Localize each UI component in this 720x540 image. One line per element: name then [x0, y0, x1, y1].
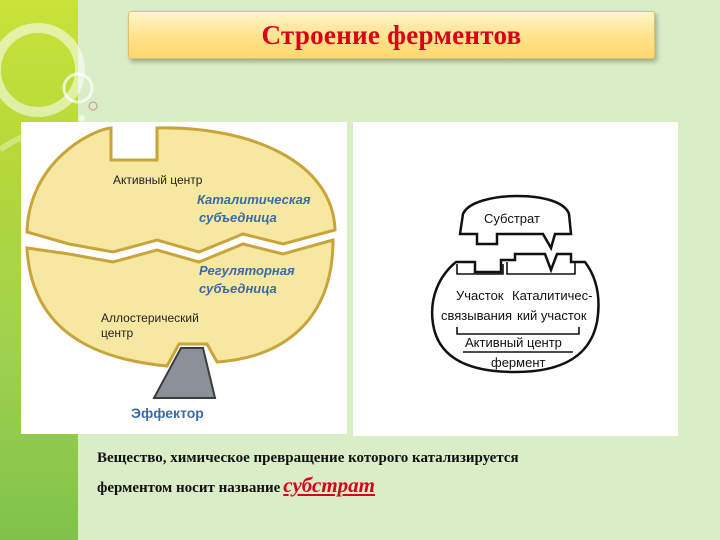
label-catalytic-site-2: кий участок: [517, 308, 587, 323]
label-regulatory-subunit-1: Регуляторная: [199, 263, 295, 278]
enzyme-shape: [430, 252, 600, 374]
caption-line-2-text: ферментом носит название: [97, 480, 281, 496]
caption-line-1: Вещество, химическое превращение которог…: [97, 450, 519, 466]
regulatory-subunit-shape: [25, 238, 335, 368]
label-active-center: Активный центр: [113, 173, 203, 187]
active-center-bracket: [456, 327, 580, 335]
label-active-center: Активный центр: [465, 335, 562, 350]
subunit-diagram: Активный центр Каталитическая субъедница…: [25, 126, 337, 421]
label-allosteric-center-2: центр: [101, 326, 134, 340]
label-effector: Эффектор: [131, 405, 204, 421]
label-substrate: Субстрат: [484, 211, 540, 226]
label-binding-site-2: связывания: [441, 308, 512, 323]
caption-answer: субстрат: [283, 473, 375, 497]
effector-shape: [152, 347, 217, 399]
label-enzyme: фермент: [491, 355, 546, 370]
label-binding-site-1: Участок: [456, 288, 504, 303]
title-banner: Строение ферментов: [128, 11, 655, 59]
caption-text: Вещество, химическое превращение которог…: [97, 445, 657, 502]
label-catalytic-site-1: Каталитичес-: [512, 288, 592, 303]
substrate-diagram-panel: Субстрат Участок связывания Каталитичес-…: [353, 122, 678, 436]
label-allosteric-center-1: Аллостерический: [101, 311, 199, 325]
label-catalytic-subunit-2: субъедница: [199, 210, 277, 225]
catalytic-subunit-shape: [25, 126, 337, 254]
substrate-diagram: Субстрат Участок связывания Каталитичес-…: [430, 194, 600, 374]
binding-site-bracket: [456, 264, 504, 275]
subunit-diagram-panel: Активный центр Каталитическая субъедница…: [21, 122, 347, 434]
label-regulatory-subunit-2: субъедница: [199, 281, 277, 296]
page-title: Строение ферментов: [261, 19, 522, 50]
substrate-shape: [458, 194, 573, 252]
label-catalytic-subunit-1: Каталитическая: [197, 192, 311, 207]
catalytic-site-bracket: [506, 262, 576, 275]
